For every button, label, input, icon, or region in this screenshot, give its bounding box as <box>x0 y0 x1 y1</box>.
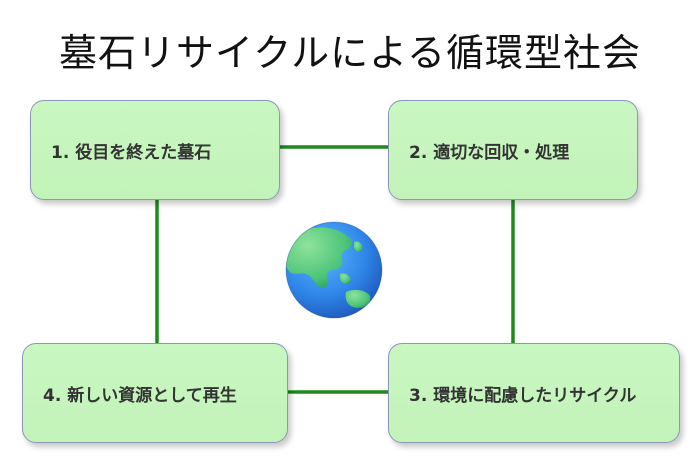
page-title: 墓石リサイクルによる循環型社会 <box>59 31 641 75</box>
step-4-box: 4. 新しい資源として再生 <box>22 343 288 443</box>
step-2-box: 2. 適切な回収・処理 <box>388 100 638 200</box>
step-3-label: 3. 環境に配慮したリサイクル <box>409 385 637 406</box>
step-2-label: 2. 適切な回収・処理 <box>409 142 570 163</box>
step-3-box: 3. 環境に配慮したリサイクル <box>388 343 680 443</box>
step-1-label: 1. 役目を終えた墓石 <box>51 142 212 163</box>
step-4-label: 4. 新しい資源として再生 <box>43 385 237 406</box>
step-1-box: 1. 役目を終えた墓石 <box>30 100 280 200</box>
globe-icon <box>285 221 383 319</box>
